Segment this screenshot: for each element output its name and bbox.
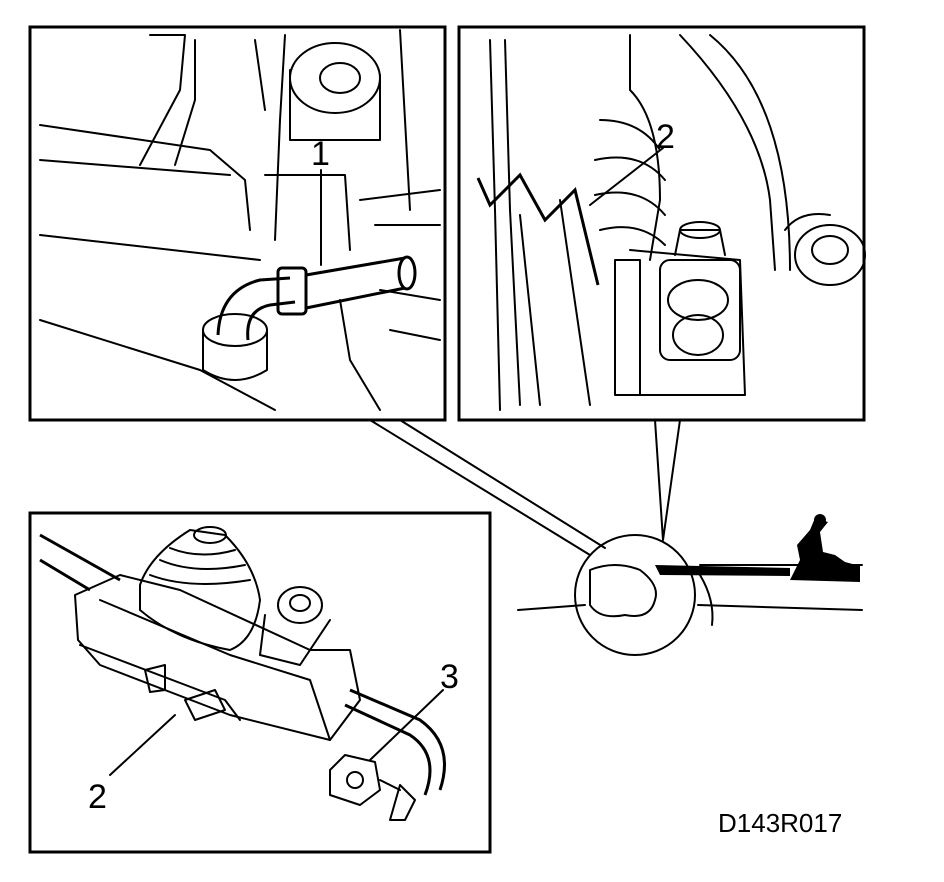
- panel-top-left: 1: [28, 25, 447, 422]
- mount-boss: [794, 224, 866, 286]
- callout-3-label: 3: [440, 658, 459, 696]
- leader-lines-to-vehicle: [369, 419, 681, 556]
- callout-3-leader: [369, 689, 444, 761]
- callout-1-label: 1: [311, 135, 330, 173]
- panel-bottom-left: 2 3: [28, 511, 492, 854]
- callout-2-bottom-label: 2: [88, 778, 107, 816]
- callout-2-bottom-leader: [109, 714, 176, 776]
- vehicle-locator: [517, 514, 863, 656]
- transmission-outline: [589, 564, 657, 618]
- panel-top-right: 2: [457, 25, 866, 422]
- vent-hose: [216, 276, 296, 341]
- connector-plug: [659, 259, 741, 361]
- cable-connector: [329, 754, 381, 806]
- wire-indicator: [476, 172, 600, 286]
- transmission-housing-drawing: [39, 29, 441, 411]
- figure-code: D143R017: [718, 808, 842, 838]
- selector-shaft-boss: [277, 586, 323, 624]
- panel-top-left-frame: [28, 25, 447, 422]
- panel-top-right-frame: [457, 25, 866, 422]
- panel-bottom-left-frame: [28, 511, 492, 854]
- magnifier-circle: [574, 534, 696, 656]
- driveshaft-bar: [655, 565, 790, 576]
- gear-shift-assembly-drawing: [39, 526, 446, 821]
- shift-boot: [139, 529, 261, 651]
- vehicle-body-line: [517, 604, 863, 611]
- callout-2-top-label: 2: [656, 118, 675, 156]
- seat-silhouette: [790, 518, 860, 582]
- callout-2-top-leader: [589, 147, 664, 206]
